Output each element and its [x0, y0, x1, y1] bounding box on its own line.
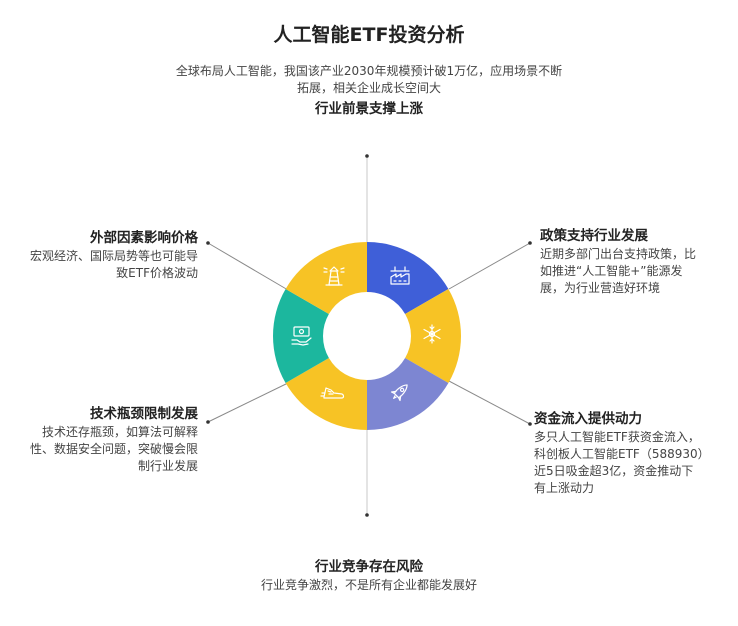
connector-dot-bottom [365, 513, 369, 517]
capital-block: 资金流入提供动力 多只人工智能ETF获资金流入，科创板人工智能ETF（58893… [534, 409, 704, 497]
connector-right-top [448, 242, 531, 290]
money-hand-icon [291, 326, 312, 346]
technology-heading: 技术瓶颈限制发展 [90, 406, 198, 422]
snowflake-icon [423, 324, 441, 344]
factory-icon [390, 266, 410, 285]
connector-dot-right-bottom [528, 422, 532, 426]
capital-heading: 资金流入提供动力 [534, 411, 642, 427]
page-title: 人工智能ETF投资分析 [273, 24, 465, 46]
center-description: 全球布局人工智能，我国该产业2030年规模预计破1万亿，应用场景不断拓展，相关企… [175, 64, 563, 95]
segment-policy [367, 242, 449, 314]
center-info-block: 全球布局人工智能，我国该产业2030年规模预计破1万亿，应用场景不断拓展，相关企… [175, 63, 563, 119]
center-heading: 行业前景支撑上涨 [315, 101, 423, 117]
connector-left-bottom [207, 382, 289, 423]
policy-block: 政策支持行业发展 近期多部门出台支持政策，比如推进“人工智能+”能源发展，为行业… [540, 226, 700, 297]
connector-dot-right-top [528, 241, 532, 245]
connector-dot-left-bottom [206, 420, 210, 424]
policy-heading: 政策支持行业发展 [540, 228, 648, 244]
shoe-icon [320, 387, 345, 399]
connector-left-top [207, 242, 289, 291]
policy-description: 近期多部门出台支持政策，比如推进“人工智能+”能源发展，为行业营造好环境 [540, 247, 697, 295]
segment-sector-top [285, 242, 367, 314]
capital-description: 多只人工智能ETF获资金流入，科创板人工智能ETF（588930）近5日吸金超3… [534, 430, 704, 495]
segment-sector-bottom [285, 358, 367, 430]
external-block: 外部因素影响价格 宏观经济、国际局势等也可能导致ETF价格波动 [30, 228, 198, 282]
rocket-icon [390, 384, 408, 402]
external-heading: 外部因素影响价格 [90, 230, 198, 246]
connector-right-bottom [448, 380, 531, 425]
technology-description: 技术还存瓶颈，如算法可解释性、数据安全问题，突破慢会限制行业发展 [30, 425, 199, 473]
lighthouse-icon [323, 266, 345, 286]
competition-description: 行业竞争激烈，不是所有企业都能发展好 [260, 578, 477, 592]
competition-block: 行业竞争存在风险 行业竞争激烈，不是所有企业都能发展好 [175, 557, 563, 594]
technology-block: 技术瓶颈限制发展 技术还存瓶颈，如算法可解释性、数据安全问题，突破慢会限制行业发… [30, 404, 198, 475]
external-description: 宏观经济、国际局势等也可能导致ETF价格波动 [30, 249, 199, 280]
connector-dot-top [365, 154, 369, 158]
connector-dot-left-top [206, 241, 210, 245]
competition-heading: 行业竞争存在风险 [315, 559, 423, 575]
segment-capital [367, 358, 449, 430]
